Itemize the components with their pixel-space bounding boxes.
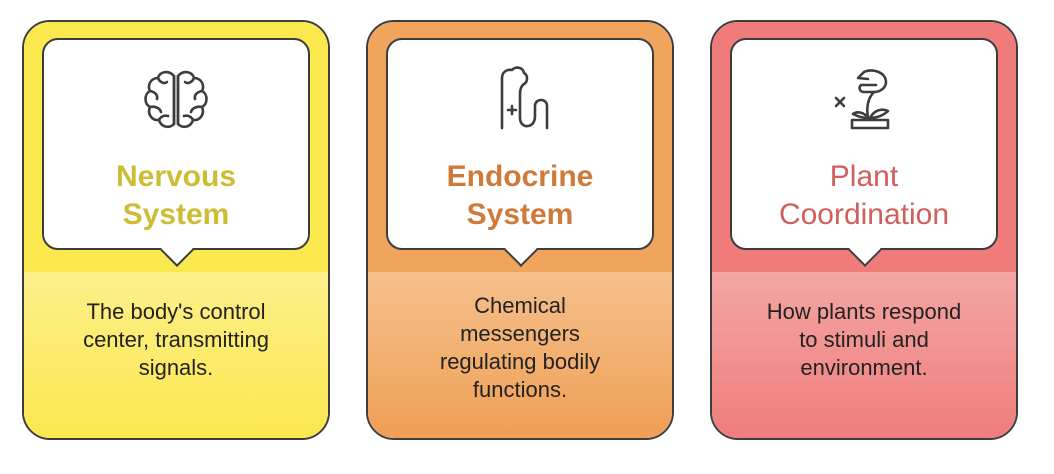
description-line: Chemical (474, 293, 566, 318)
card-title: Endocrine System (388, 158, 652, 234)
bubble-pointer (848, 233, 882, 267)
card-description: The body's control center, transmitting … (54, 298, 298, 382)
card-header-area: Endocrine System (368, 22, 672, 272)
brain-icon (136, 62, 216, 142)
description-line: How plants respond (766, 299, 962, 324)
card-body-area: Chemical messengers regulating bodily fu… (368, 272, 672, 438)
card-description: How plants respond to stimuli and enviro… (742, 298, 986, 382)
description-line: signals. (138, 355, 214, 380)
venus-flytrap-icon (824, 62, 904, 142)
callout-bubble: Nervous System (42, 38, 310, 267)
bubble-pointer (160, 233, 194, 267)
card-body-area: The body's control center, transmitting … (24, 272, 328, 438)
gland-icon (480, 62, 560, 142)
description-line: regulating bodily (439, 349, 601, 374)
bubble-pointer (504, 233, 538, 267)
callout-bubble: Endocrine System (386, 38, 654, 267)
description-line: functions. (472, 377, 568, 402)
card-title-line-1: Endocrine (446, 160, 594, 193)
card-title-line-1: Nervous (115, 160, 237, 193)
card-header-area: Nervous System (24, 22, 328, 272)
card-body-area: How plants respond to stimuli and enviro… (712, 272, 1016, 438)
description-line: environment. (800, 355, 928, 380)
description-line: The body's control (86, 299, 266, 324)
card-title: Plant Coordination (732, 158, 996, 234)
card-title-line-2: System (466, 198, 574, 231)
card-title-line-2: System (122, 198, 230, 231)
callout-bubble: Plant Coordination (730, 38, 998, 267)
description-line: center, transmitting (83, 327, 269, 352)
card-plant-coordination: Plant Coordination How plants respond to… (710, 20, 1018, 440)
card-title-line-2: Coordination (778, 198, 950, 231)
card-nervous-system: Nervous System The body's control center… (22, 20, 330, 440)
card-header-area: Plant Coordination (712, 22, 1016, 272)
card-description: Chemical messengers regulating bodily fu… (398, 292, 642, 404)
description-line: to stimuli and (799, 327, 929, 352)
card-endocrine-system: Endocrine System Chemical messengers reg… (366, 20, 674, 440)
card-title: Nervous System (44, 158, 308, 234)
card-title-line-1: Plant (829, 160, 899, 193)
description-line: messengers (460, 321, 580, 346)
